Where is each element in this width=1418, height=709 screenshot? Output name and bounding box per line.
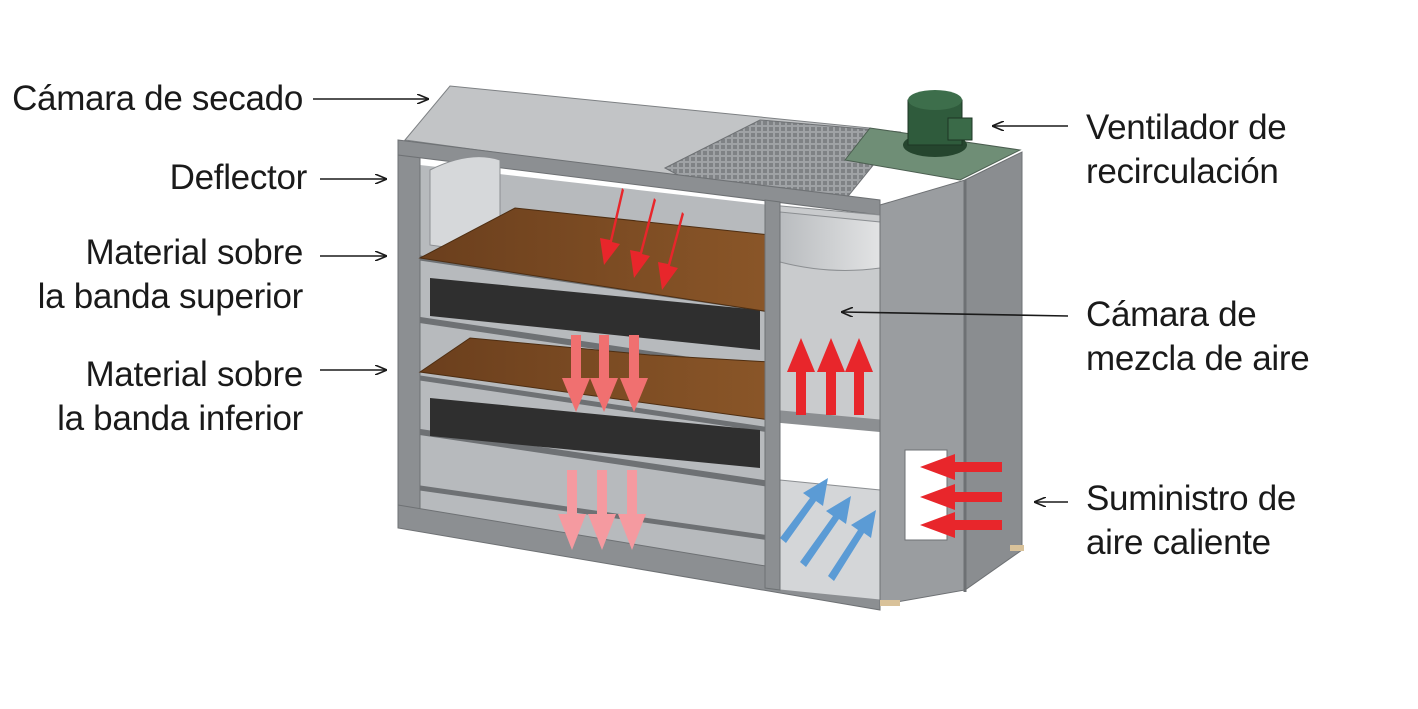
air-arrow (562, 335, 590, 412)
right-housing-front (879, 179, 966, 606)
bottom-rail (419, 485, 771, 541)
air-arrow (780, 478, 828, 543)
mixing-shelf (770, 410, 880, 432)
hot-air-supply-arrows (920, 454, 1002, 538)
middle-rail-2 (419, 375, 771, 433)
air-arrow (828, 510, 876, 581)
air-arrow (845, 338, 873, 415)
upper-belt (430, 278, 760, 350)
mild-air-down-arrows (558, 470, 646, 550)
label-ventilador: Ventilador de recirculación (1086, 108, 1287, 191)
air-arrow (630, 198, 656, 278)
leader-lines (313, 99, 1069, 502)
air-arrow (817, 338, 845, 415)
air-arrow (618, 470, 646, 550)
fan-shroud (779, 211, 881, 271)
middle-post (764, 199, 781, 591)
air-arrow (658, 212, 684, 290)
lower-belt (430, 398, 760, 468)
leader-camara-mezcla (842, 312, 1069, 316)
dryer-machine (397, 85, 1024, 611)
air-flow-arrows (558, 188, 1002, 581)
air-arrow (620, 335, 648, 412)
air-arrow (588, 470, 616, 550)
lower-mixing-bay (779, 479, 881, 601)
foot-far-right (1010, 545, 1024, 551)
bottom-beam (397, 504, 881, 611)
air-arrow (787, 338, 815, 415)
air-arrow (558, 470, 586, 550)
air-arrow (800, 496, 851, 567)
foot-right (880, 600, 900, 606)
mixed-air-up-arrows (787, 338, 873, 415)
label-material-superior: Material sobre la banda superior (37, 233, 304, 316)
warm-air-down-arrows (562, 335, 648, 412)
hot-air-down-arrows (600, 188, 684, 290)
air-arrow (920, 512, 1002, 538)
recirculation-fan-motor (903, 90, 973, 157)
left-post (397, 149, 421, 531)
air-arrow (920, 454, 1002, 480)
air-arrow (590, 335, 618, 412)
air-arrow (600, 188, 624, 265)
label-suministro: Suministro de aire caliente (1086, 479, 1297, 562)
air-arrow (920, 484, 1002, 510)
label-deflector: Deflector (169, 158, 308, 197)
return-air-arrows (780, 478, 876, 581)
label-material-inferior: Material sobre la banda inferior (57, 355, 303, 438)
label-camara-mezcla: Cámara de mezcla de aire (1086, 295, 1310, 378)
label-camara-secado: Cámara de secado (12, 79, 303, 118)
